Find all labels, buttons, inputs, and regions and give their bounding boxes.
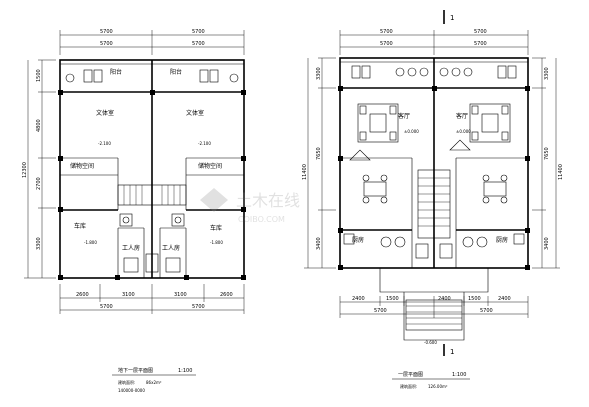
left-walls [58, 59, 246, 280]
right-dining-furniture [362, 174, 508, 204]
right-top-dim-2: 5700 [474, 29, 487, 35]
room-label-kitchen-r: 厨房 [496, 236, 508, 244]
left-bottom-dimensions: 2600 3100 3100 2600 5700 5700 [59, 284, 245, 314]
right-right-dimensions: 3300 7650 3400 11400 [532, 57, 564, 269]
left-plan: 5700 5700 5700 5700 1500 4800 2700 3300 … [22, 29, 246, 393]
left-area-value: 86x2m² [146, 380, 162, 385]
left-bottom-dim-1: 2600 [76, 292, 89, 298]
left-top-dim-1: 5700 [100, 29, 113, 35]
left-bottom-total-2: 5700 [192, 304, 205, 310]
left-top-dim-2: 5700 [192, 29, 205, 35]
right-right-dim-2: 7650 [544, 147, 550, 160]
watermark: 土木在线 COIBO.COM [200, 188, 300, 224]
room-label-study-r: 文体室 [186, 109, 204, 117]
right-balcony-furniture [351, 65, 517, 79]
right-left-total: 11400 [302, 164, 308, 180]
room-label-garage-r: 车库 [210, 224, 222, 232]
left-title-block: 地下一层平面图 1:100 建筑面积: 86x2m² 140000-0000 [112, 367, 196, 393]
right-bottom-dim-3: 2400 [438, 296, 451, 302]
left-stairs [117, 184, 187, 206]
right-top-dim-3: 5700 [380, 41, 393, 47]
elevation-entry: -0.600 [424, 340, 437, 345]
section-marker-bottom: 1 [443, 344, 454, 356]
room-label-servant-r: 工人房 [162, 244, 180, 252]
left-plan-code: 140000-0000 [118, 388, 145, 393]
right-left-dim-3: 3400 [316, 237, 322, 250]
room-label-garage-l: 车库 [74, 222, 86, 230]
left-bottom-total-1: 5700 [100, 304, 113, 310]
right-area-value: 126.00m² [428, 384, 448, 389]
room-label-living-l: 客厅 [398, 112, 410, 120]
right-bottom-total-1: 5700 [374, 308, 387, 314]
right-bottom-total-2: 5700 [480, 308, 493, 314]
left-top-dim-3: 5700 [100, 41, 113, 47]
right-bottom-dim-4: 1500 [468, 296, 481, 302]
room-label-living-r: 客厅 [456, 112, 468, 120]
room-label-storage-l: 储物空间 [70, 162, 94, 170]
room-label-storage-r: 储物空间 [198, 162, 222, 170]
right-plan-scale: 1:100 [452, 372, 466, 378]
elevation-garage-r: -1.800 [210, 240, 223, 245]
right-left-dim-1: 3300 [316, 67, 322, 80]
left-total-dim: 12300 [22, 162, 28, 178]
right-top-dim-4: 5700 [474, 41, 487, 47]
elevation-garage-l: -1.800 [84, 240, 97, 245]
left-plan-scale: 1:100 [178, 368, 192, 374]
right-left-dim-2: 7650 [316, 147, 322, 160]
left-side-dim-3: 2700 [36, 177, 42, 190]
room-label-balcony-r: 阳台 [170, 68, 182, 76]
left-bottom-dim-2: 3100 [122, 292, 135, 298]
section-marker-bottom-label: 1 [450, 348, 454, 356]
right-title-block: 一层平面图 1:100 建筑面积: 126.00m² [392, 372, 470, 389]
right-top-dimensions: 5700 5700 5700 5700 [339, 29, 529, 55]
right-bottom-dim-2: 1500 [386, 296, 399, 302]
room-label-servant-l: 工人房 [122, 244, 140, 252]
right-bottom-dim-1: 2400 [352, 296, 365, 302]
left-side-dim-4: 3300 [36, 237, 42, 250]
right-top-dim-1: 5700 [380, 29, 393, 35]
elevation-study-l: -2.100 [98, 141, 111, 146]
right-left-dimensions: 3300 7650 3400 11400 [302, 57, 336, 269]
left-side-dimensions: 1500 4800 2700 3300 12300 [22, 59, 56, 279]
room-label-study-l: 文体室 [96, 109, 114, 117]
section-marker-top-label: 1 [450, 14, 454, 22]
right-right-total: 11400 [558, 164, 564, 180]
room-label-balcony-l: 阳台 [110, 68, 122, 76]
right-plan-title: 一层平面图 [398, 372, 423, 378]
left-side-dim-2: 4800 [36, 119, 42, 132]
right-plan: 1 5700 5700 5700 5700 3300 7650 3400 114… [302, 10, 564, 389]
right-bottom-dimensions: 2400 1500 2400 1500 2400 5700 5700 [339, 296, 529, 318]
right-right-dim-1: 3300 [544, 67, 550, 80]
left-plan-title: 地下一层平面图 [118, 367, 153, 374]
right-bottom-dim-5: 2400 [498, 296, 511, 302]
room-label-kitchen-l: 厨房 [352, 236, 364, 244]
elevation-living-l: ±0.000 [404, 129, 419, 134]
left-bath-fixtures [119, 213, 185, 273]
right-living-furniture [349, 103, 511, 161]
left-top-dim-4: 5700 [192, 41, 205, 47]
right-area-label: 建筑面积: [400, 383, 417, 389]
elevation-study-r: -2.100 [198, 141, 211, 146]
left-balcony-furniture [65, 69, 239, 83]
left-side-dim-1: 1500 [36, 69, 42, 82]
right-kitchen-fixtures [343, 233, 525, 259]
left-bottom-dim-3: 3100 [174, 292, 187, 298]
section-marker-top: 1 [443, 10, 454, 24]
right-right-dim-3: 3400 [544, 237, 550, 250]
left-bottom-dim-4: 2600 [220, 292, 233, 298]
elevation-living-r: ±0.000 [456, 129, 471, 134]
watermark-en: COIBO.COM [238, 215, 285, 224]
watermark-cn: 土木在线 [236, 191, 300, 210]
left-area-label: 建筑面积: [118, 379, 135, 385]
left-top-dimensions: 5700 5700 5700 5700 [59, 29, 245, 55]
